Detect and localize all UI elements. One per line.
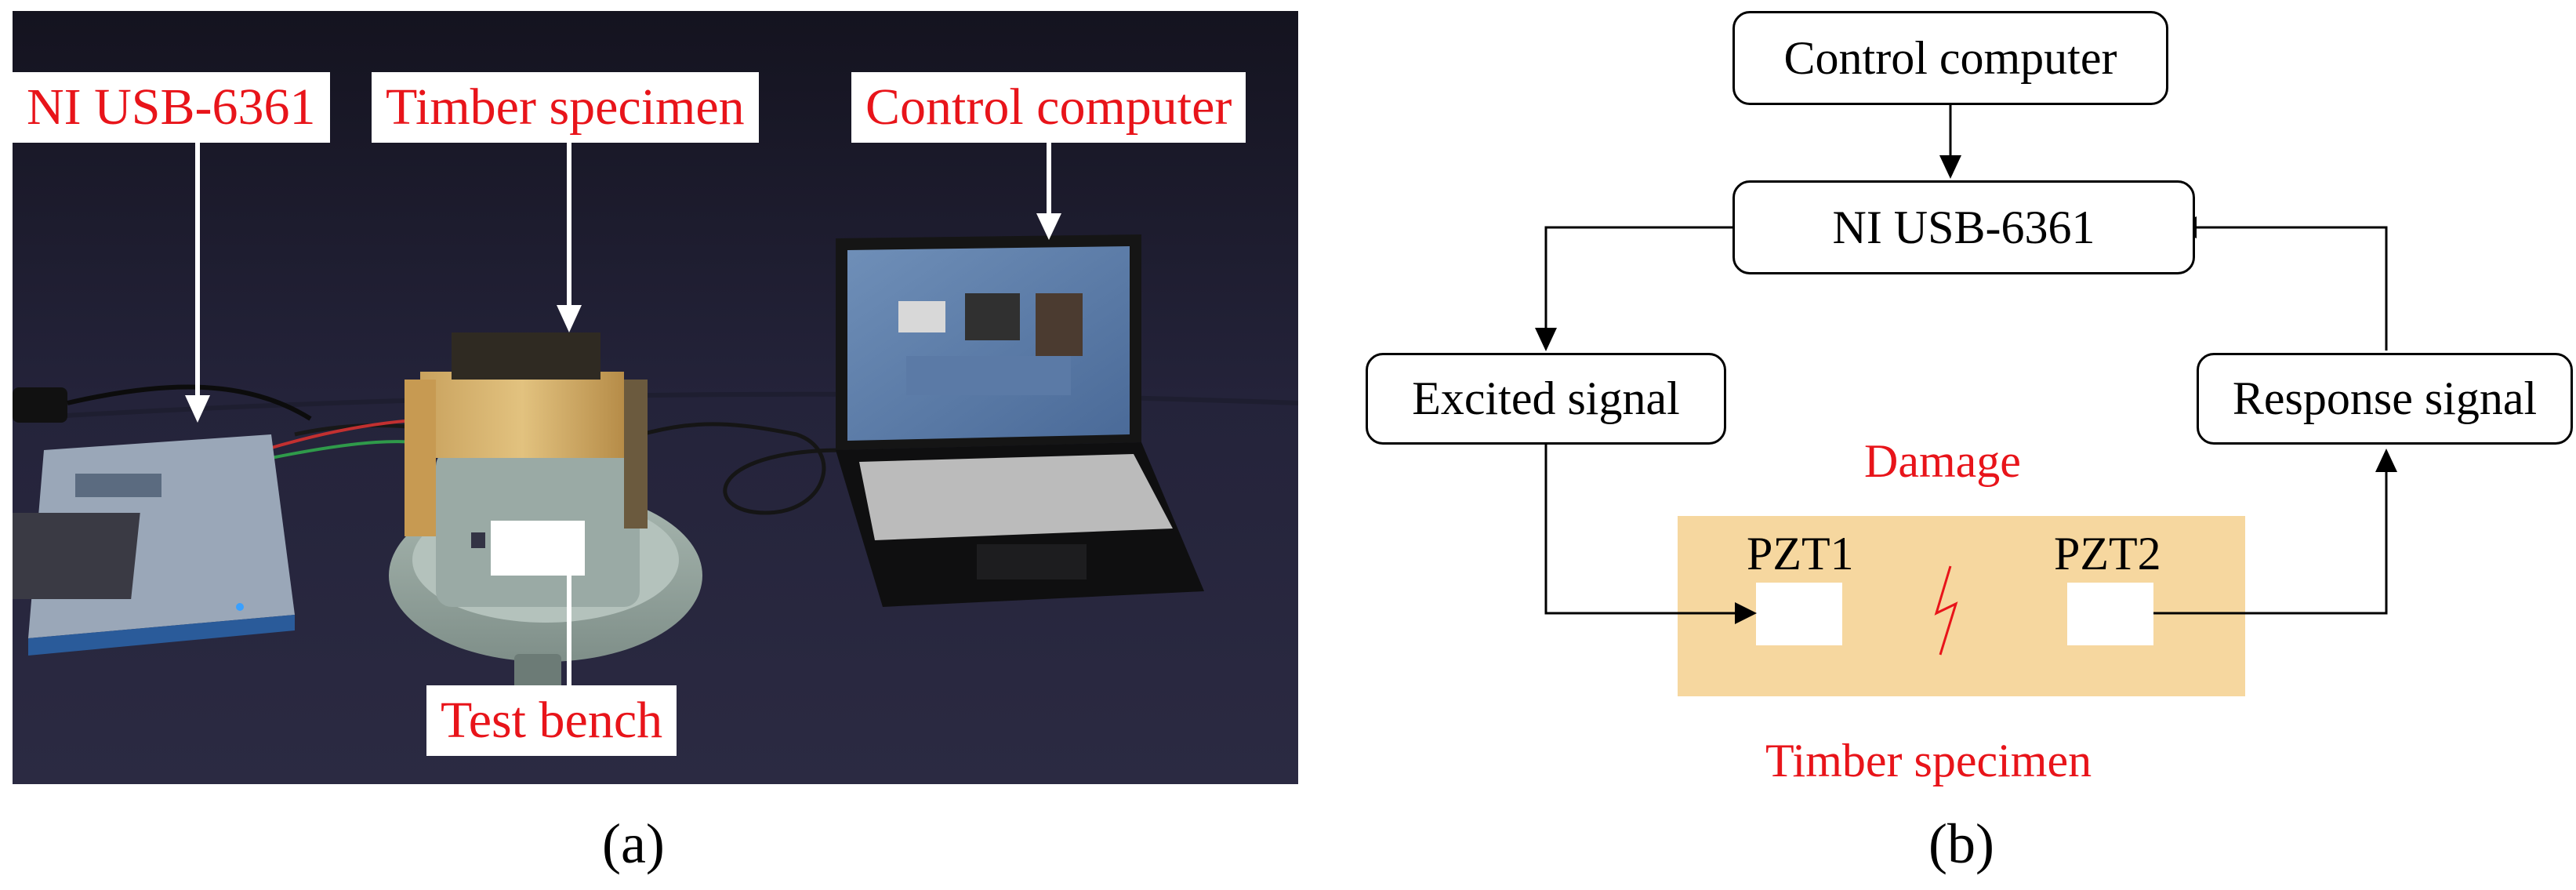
- node-control-computer: Control computer: [1732, 11, 2168, 105]
- panel-a-label: (a): [602, 812, 665, 875]
- damage-label: Damage: [1864, 435, 2021, 487]
- test-bench: [389, 450, 702, 701]
- node-response-signal: Response signal: [2197, 353, 2573, 445]
- timber-specimen-label: Timber specimen: [1765, 735, 2092, 786]
- node-ni-usb: NI USB-6361: [1732, 180, 2195, 274]
- photo-arrows: [185, 136, 1061, 685]
- panel-b-label: (b): [1928, 812, 1994, 875]
- ni-usb-device: [13, 434, 295, 656]
- pzt2-label: PZT2: [2054, 528, 2161, 579]
- damage-crack: [1934, 565, 1958, 656]
- callout-control-computer: Control computer: [851, 72, 1246, 143]
- pzt2-sensor: [2067, 583, 2153, 645]
- diagram-connectors: [1535, 105, 2397, 696]
- callout-ni-usb: NI USB-6361: [13, 72, 330, 143]
- callout-timber-specimen: Timber specimen: [372, 72, 759, 143]
- laptop: [836, 234, 1204, 607]
- block-diagram: Control computer NI USB-6361 Excited sig…: [1333, 0, 2576, 890]
- callout-test-bench: Test bench: [426, 685, 677, 756]
- node-excited-signal: Excited signal: [1366, 353, 1726, 445]
- timber-specimen: [405, 332, 648, 536]
- pzt1-label: PZT1: [1747, 528, 1854, 579]
- photo-panel: NI USB-6361 Timber specimen Control comp…: [13, 11, 1298, 784]
- pzt1-sensor: [1756, 583, 1842, 645]
